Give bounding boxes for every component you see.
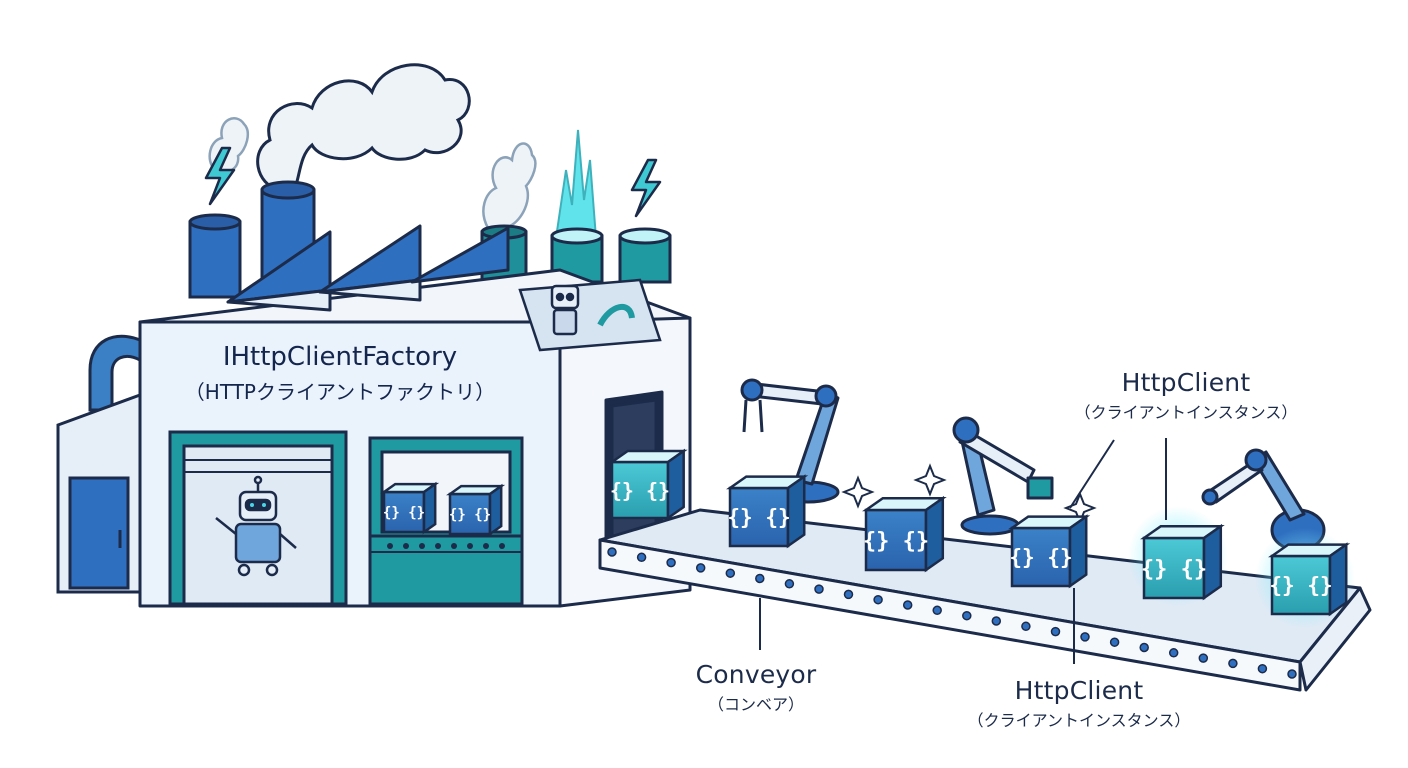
roller-hole: [932, 605, 942, 616]
roller-hole: [403, 543, 409, 549]
json-cube: {} {}: [608, 448, 688, 521]
conveyor-name: Conveyor: [695, 660, 817, 689]
roller-hole: [991, 616, 1002, 626]
roller-hole: [843, 589, 854, 600]
robot-worker: [215, 475, 297, 577]
rooftop-robot: [518, 278, 662, 352]
smoke-puff: [482, 142, 537, 230]
client-name-jp-upper: （クライアントインスタンス）: [1074, 403, 1298, 422]
roller-hole: [962, 610, 972, 621]
roller-hole: [1198, 653, 1209, 663]
client-label-lower: HttpClient （クライアントインスタンス）: [944, 676, 1214, 731]
roller-hole: [1287, 669, 1297, 679]
json-cube: {} {}: [446, 483, 506, 537]
robot-arm: [740, 378, 840, 504]
roller-hole: [636, 552, 647, 563]
cube-set: {} {} {} {} {} {} {} {} {} {} {} {} {} {} {} {}: [380, 448, 1351, 617]
roller-hole: [387, 543, 393, 549]
energy-burst: [554, 129, 598, 239]
factory-wing: [56, 392, 142, 594]
cube-glyph: {} {}: [449, 507, 491, 523]
leader-lines: [759, 438, 1167, 664]
roller-hole: [1080, 632, 1090, 642]
cube-glyph: {} {}: [383, 505, 425, 521]
client-name-upper: HttpClient: [1121, 368, 1251, 397]
cube-glyph: {} {}: [727, 506, 790, 530]
cube-glyph: {} {}: [1141, 557, 1207, 582]
factory-name: IHttpClientFactory: [222, 342, 458, 372]
conveyor-name-jp: （コンベア）: [707, 695, 804, 714]
cube-glyph: {} {}: [1269, 574, 1332, 598]
roller-hole: [451, 543, 457, 549]
conveyor-label: Conveyor （コンベア）: [676, 660, 836, 715]
roller-hole: [1257, 663, 1268, 674]
roller-hole: [607, 547, 617, 557]
roller-hole: [1228, 658, 1238, 669]
smoke-cloud: [256, 63, 471, 192]
roller-hole: [725, 568, 736, 578]
cube-glyph: {} {}: [1009, 546, 1072, 570]
roller-hole: [1139, 642, 1149, 653]
roller-hole: [1168, 648, 1179, 658]
client-name-lower: HttpClient: [1014, 676, 1144, 705]
roller-hole: [1050, 626, 1061, 637]
factory-name-jp: （HTTPクライアントファクトリ）: [184, 380, 496, 404]
conveyor-rollers: [387, 543, 1297, 679]
conveyor-belt: [598, 508, 1372, 692]
robot-arm: [952, 416, 1054, 536]
roller-hole: [695, 563, 706, 573]
roller-hole: [902, 600, 913, 610]
roller-hole: [467, 543, 473, 549]
roller-hole: [435, 543, 441, 549]
json-cube: {} {}: [380, 481, 440, 535]
cube-glyph: {} {}: [610, 478, 670, 502]
roller-hole: [755, 573, 765, 584]
roller-hole: [873, 594, 883, 605]
roller-hole: [1109, 637, 1120, 647]
json-cube: {} {}: [1268, 542, 1351, 617]
roller-hole: [1021, 621, 1031, 632]
json-cube: {} {}: [1140, 523, 1225, 601]
lightning-icon: [204, 146, 662, 218]
json-cube: {} {}: [1008, 514, 1091, 589]
json-cube: {} {}: [862, 495, 947, 573]
roller-hole: [666, 557, 676, 568]
client-label-upper: HttpClient （クライアントインスタンス）: [1056, 368, 1316, 423]
roller-hole: [784, 579, 795, 589]
client-name-jp-lower: （クライアントインスタンス）: [967, 711, 1191, 730]
roller-hole: [419, 543, 425, 549]
json-cube: {} {}: [726, 474, 809, 549]
roller-hole: [814, 584, 824, 594]
cube-glyph: {} {}: [863, 529, 929, 554]
factory-label: IHttpClientFactory （HTTPクライアントファクトリ）: [160, 342, 520, 405]
roller-hole: [499, 543, 505, 549]
roller-hole: [483, 543, 489, 549]
